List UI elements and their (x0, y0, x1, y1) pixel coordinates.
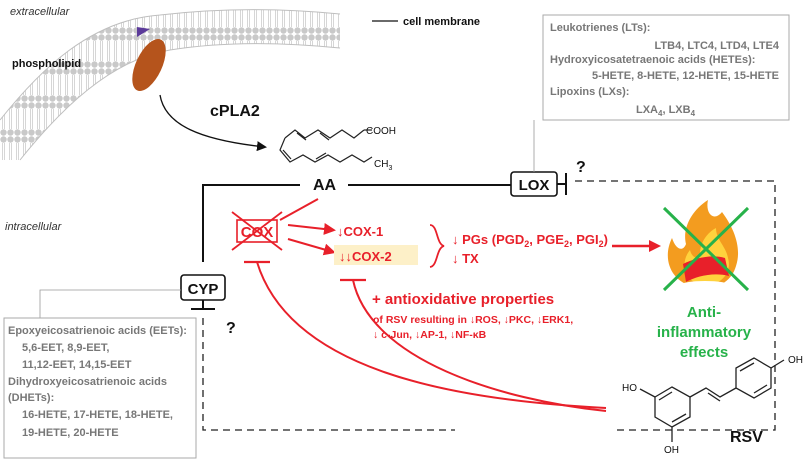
lox-products-line: Lipoxins (LXs): (550, 86, 629, 98)
cox-label: COX (241, 224, 274, 241)
cooh-label: COOH (366, 126, 396, 137)
antioxidative-line: of RSV resulting in ↓ROS, ↓PKC, ↓ERK1, (373, 314, 573, 326)
tx-label: ↓ TX (452, 251, 479, 266)
cox1-label: ↓COX-1 (337, 224, 383, 239)
anti-inflammatory-line: Anti- (687, 304, 721, 321)
cox2-label: ↓↓COX-2 (339, 249, 392, 264)
cpla2-arrow (159, 94, 267, 152)
cyp-products-line: 16-HETE, 17-HETE, 18-HETE, (22, 409, 173, 421)
cyp-products-line: Dihydroxyeicosatrienoic acids (8, 376, 167, 388)
phospholipid-icon (132, 27, 166, 91)
flame-cross-line (662, 206, 750, 292)
cyp-question: ? (226, 320, 236, 337)
cpla2-label: cPLA2 (210, 103, 260, 120)
rsv-cox2-inhibition-curve (352, 279, 607, 412)
oh-bottom-label: OH (664, 445, 679, 456)
resveratrol-structure (639, 357, 785, 442)
ch3-label: CH3 (374, 159, 392, 172)
cox2-highlight (334, 245, 418, 265)
lox-products-line: 5-HETE, 8-HETE, 12-HETE, 15-HETE (592, 70, 779, 82)
cox2-arrow (287, 238, 336, 256)
cyp-products-line: (DHETs): (8, 392, 54, 404)
lox-products-line: LTB4, LTC4, LTD4, LTE4 (655, 40, 780, 52)
lipoxins-values: LXA4, LXB4 (636, 104, 696, 118)
cell-membrane-label: cell membrane (403, 16, 480, 28)
rsv-label: RSV (730, 429, 763, 446)
cox1-arrow (287, 223, 336, 235)
lox-products-line: Hydroxyicosatetraenoic acids (HETEs): (550, 54, 755, 66)
arachidonic-acid-structure (279, 129, 373, 163)
cyp-products-box (3, 317, 197, 459)
purple-triangle-icon (137, 27, 150, 37)
extracellular-label: extracellular (10, 6, 71, 18)
cyp-products-line: Epoxyeicosatrienoic acids (EETs): (8, 325, 187, 337)
anti-inflammatory-line: effects (680, 344, 728, 361)
aa-label: AA (313, 177, 337, 194)
cyp-products-line: 19-HETE, 20-HETE (22, 427, 119, 439)
aa-to-cyp-line (202, 184, 300, 262)
cyp-products-line: 11,12-EET, 14,15-EET (22, 359, 132, 371)
antioxidative-line: ↓ c-Jun, ↓AP-1, ↓NF-κB (373, 329, 487, 341)
anti-inflammatory-line: inflammatory (657, 324, 752, 341)
cyp-products-line: 5,6-EET, 8,9-EET, (22, 342, 109, 354)
intracellular-label: intracellular (5, 221, 63, 233)
phospholipid-label: phospholipid (12, 58, 81, 70)
rsv-lox-dashed-line (575, 180, 776, 431)
products-brace (429, 224, 445, 268)
cell-membrane (0, 9, 341, 161)
rsv-cox-inhibition-curve (256, 261, 607, 409)
pgs-label: ↓ PGs (PGD2, PGE2, PGI2) (452, 232, 608, 249)
lox-label: LOX (519, 177, 550, 194)
lox-products-line: Leukotrienes (LTs): (550, 22, 650, 34)
cyp-label: CYP (188, 281, 219, 298)
rsv-cyp-dashed-line (202, 318, 455, 431)
cyp-pointer (39, 289, 181, 318)
ho-left-label: HO (622, 383, 637, 394)
aa-to-cox-line (279, 198, 319, 221)
lox-products-box (542, 14, 790, 121)
oh-top-label: OH (788, 355, 803, 366)
cox-cross-line (231, 211, 283, 251)
lox-question: ? (576, 159, 586, 176)
antioxidative-title: + antioxidative properties (372, 291, 554, 308)
